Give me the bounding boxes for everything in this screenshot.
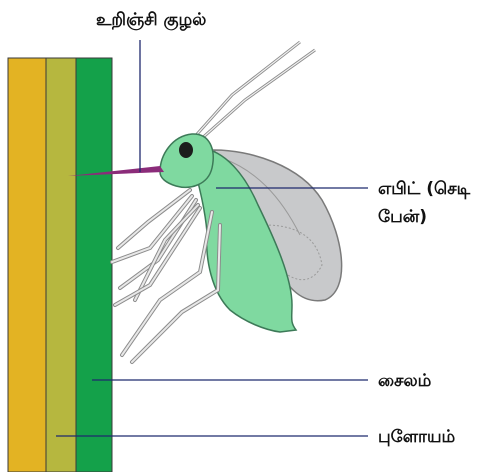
aphid-label-line2: பேன்) (378, 207, 427, 227)
antenna (190, 42, 300, 142)
aphid (112, 42, 342, 362)
xylem-label: சைலம் (378, 371, 432, 391)
stem-outer-layer (8, 58, 46, 472)
antenna (190, 42, 300, 142)
phloem-layer (46, 58, 76, 472)
aphid-head (160, 134, 213, 187)
antenna (200, 50, 315, 140)
phloem-label: புளோயம் (378, 427, 456, 447)
stylet-label: உறிஞ்சி குழல் (96, 10, 206, 30)
aphid-eye (179, 142, 193, 158)
xylem-layer (76, 58, 112, 472)
aphid-label-line1: எபிட் (செடி (378, 179, 471, 199)
legs (112, 190, 200, 305)
plant-stem (8, 58, 112, 472)
